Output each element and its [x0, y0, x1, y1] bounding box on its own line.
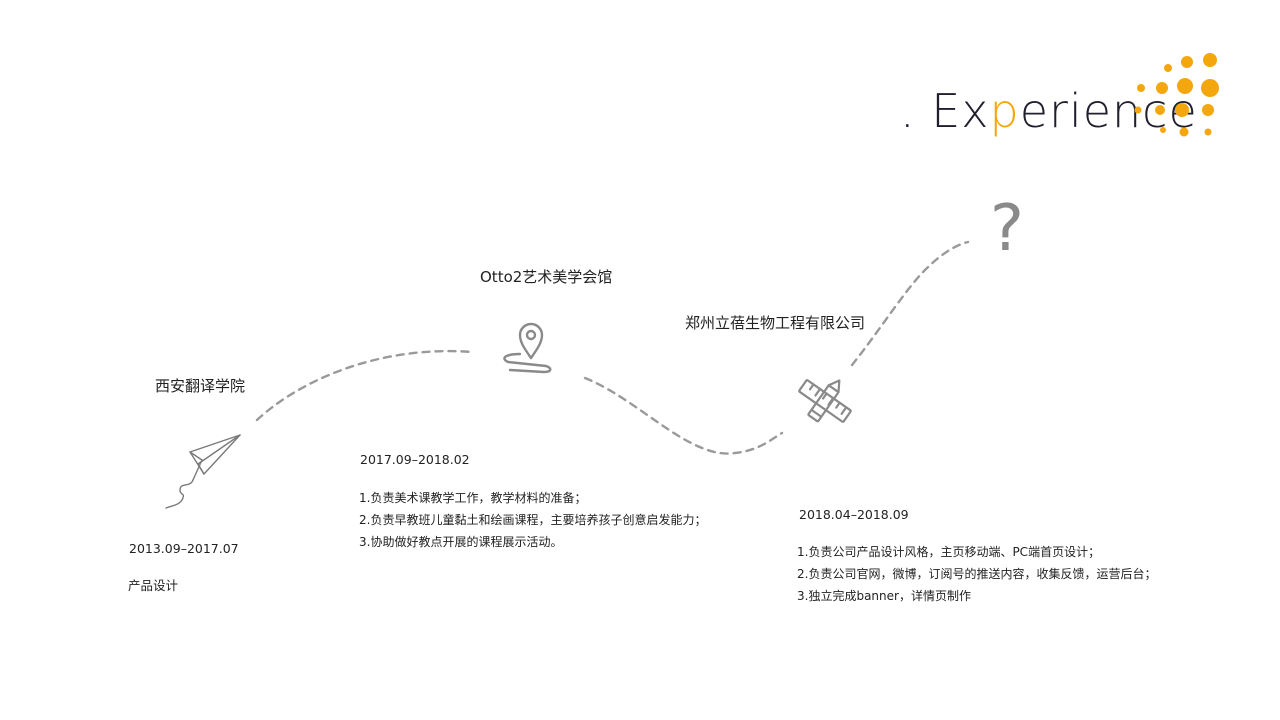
dot-cluster-icon [1134, 53, 1219, 137]
question-mark-icon: ? [990, 192, 1024, 266]
duty-item: 3.协助做好教点开展的课程展示活动。 [359, 535, 563, 549]
duty-item: 1.负责公司产品设计风格，主页移动端、PC端首页设计； [797, 545, 1101, 559]
duty-item: 2.负责公司官网，微博，订阅号的推送内容，收集反馈，运营后台； [797, 567, 1157, 581]
timeline-date-3: 2018.04–2018.09 [799, 507, 909, 522]
timeline-date-1: 2013.09–2017.07 [129, 541, 239, 556]
duty-item: 3.独立完成banner，详情页制作 [797, 589, 971, 603]
timeline-place-3: 郑州立蓓生物工程有限公司 [685, 314, 866, 332]
timeline-role-1: 产品设计 [128, 578, 179, 593]
location-pin-icon [503, 322, 552, 374]
paper-plane-icon [165, 434, 241, 509]
timeline-place-2: Otto2艺术美学会馆 [480, 268, 613, 286]
duty-item: 2.负责早教班儿童黏土和绘画课程，主要培养孩子创意启发能力； [359, 513, 707, 527]
timeline-duties-2: 1.负责美术课教学工作，教学材料的准备； 2.负责早教班儿童黏土和绘画课程，主要… [359, 487, 706, 553]
timeline-date-2: 2017.09–2018.02 [360, 452, 470, 467]
pencil-ruler-icon [798, 379, 852, 423]
timeline-duties-3: 1.负责公司产品设计风格，主页移动端、PC端首页设计； 2.负责公司官网，微博，… [797, 541, 1156, 607]
heading-accent: p [989, 84, 1020, 138]
section-heading: . Experience [900, 84, 1198, 138]
timeline-place-1: 西安翻译学院 [155, 377, 246, 395]
heading-suffix: erience [1019, 84, 1198, 138]
heading-prefix: . Ex [900, 84, 990, 138]
duty-item: 1.负责美术课教学工作，教学材料的准备； [359, 491, 587, 505]
